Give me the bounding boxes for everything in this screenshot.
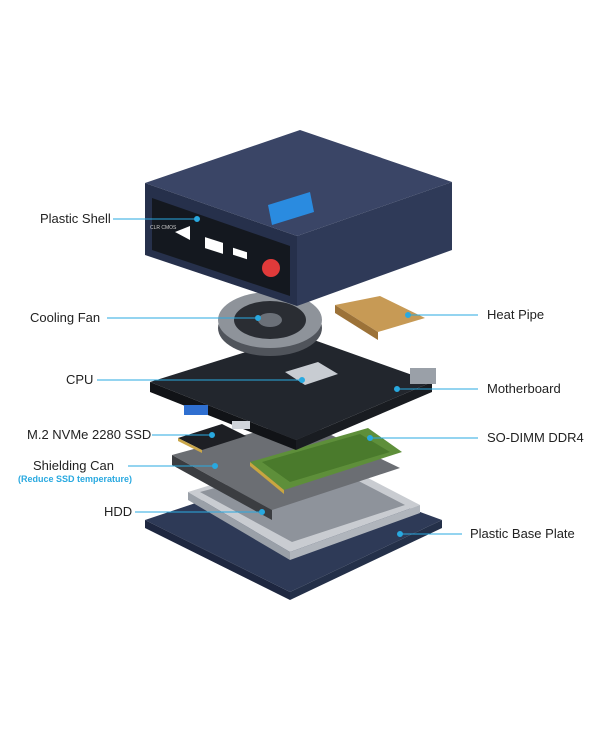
label-cooling-fan: Cooling Fan <box>30 310 101 325</box>
label-heat-pipe: Heat Pipe <box>487 307 545 322</box>
label-cpu: CPU <box>66 372 94 387</box>
clr-cmos-label: CLR CMOS <box>150 225 177 231</box>
label-plastic-shell: Plastic Shell <box>40 211 111 226</box>
label-base-plate: Plastic Base Plate <box>470 526 575 541</box>
leader-lines <box>97 216 478 537</box>
heat-pipe-illustration <box>335 296 425 340</box>
label-shielding-can-note: (Reduce SSD temperature) <box>18 474 133 484</box>
label-shielding-can: Shielding Can <box>33 458 114 473</box>
motherboard-illustration <box>150 335 436 450</box>
power-button-icon <box>262 259 280 277</box>
label-hdd: HDD <box>104 504 133 519</box>
cooling-fan-illustration <box>218 292 322 356</box>
ram-illustration <box>250 428 402 494</box>
label-ram: SO-DIMM DDR4 <box>487 430 584 445</box>
plastic-shell-illustration <box>145 130 452 306</box>
label-ssd: M.2 NVMe 2280 SSD <box>27 427 152 442</box>
label-motherboard: Motherboard <box>487 381 561 396</box>
